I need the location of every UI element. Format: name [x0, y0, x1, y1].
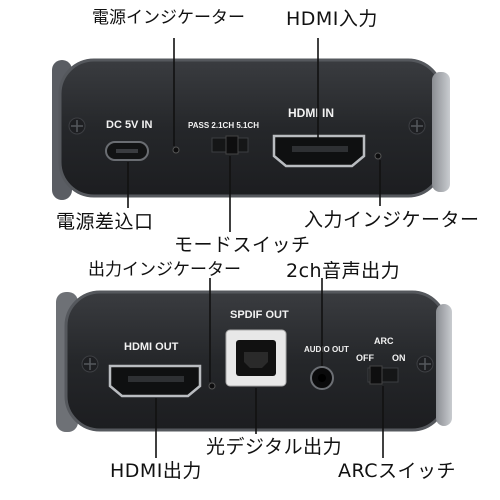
bottom-device-right-edge [436, 304, 452, 426]
arc-on-panel-label: ON [392, 353, 406, 363]
screw-icon [408, 117, 426, 135]
hdmi-output-callout: HDMI出力 [110, 460, 202, 482]
hdmi-out-panel-label: HDMI OUT [124, 341, 179, 353]
optical-output-callout: 光デジタル出力 [206, 436, 343, 458]
mode-panel-label: PASS 2.1CH 5.1CH [188, 121, 259, 130]
top-device: DC 5V IN PASS 2.1CH 5.1CH HDMI IN [52, 58, 450, 200]
leader-lines [127, 38, 384, 458]
hdmi-in-panel-label: HDMI IN [288, 106, 334, 120]
screw-icon [416, 355, 434, 373]
top-device-right-edge [432, 72, 450, 192]
arc-switch-callout: ARCスイッチ [338, 460, 457, 482]
spdif-panel-label: SPDIF OUT [230, 309, 289, 321]
power-port-callout: 電源差込口 [56, 211, 154, 233]
mode-switch-knob [225, 135, 239, 155]
audio-2ch-callout: 2ch音声出力 [286, 260, 401, 282]
arc-switch-knob [369, 365, 383, 385]
power-led [172, 146, 180, 154]
dc-in-panel-label: DC 5V IN [106, 119, 153, 131]
mode-switch-callout: モードスイッチ [174, 234, 311, 256]
arc-panel-label: ARC [374, 336, 394, 346]
screw-icon [68, 117, 86, 135]
bottom-device: HDMI OUT SPDIF OUT AUDIO OUT ARC OFF ON [56, 290, 452, 432]
hdmi-input-callout: HDMI入力 [286, 8, 378, 30]
output-led [208, 382, 216, 390]
output-indicator-callout: 出力インジケーター [88, 260, 241, 280]
power-indicator-callout: 電源インジケーター [92, 8, 245, 28]
screw-icon [81, 355, 99, 373]
input-indicator-callout: 入力インジケーター [304, 209, 480, 231]
arc-off-panel-label: OFF [356, 353, 374, 363]
audio-out-panel-label: AUDIO OUT [304, 345, 349, 354]
input-led [374, 152, 382, 160]
